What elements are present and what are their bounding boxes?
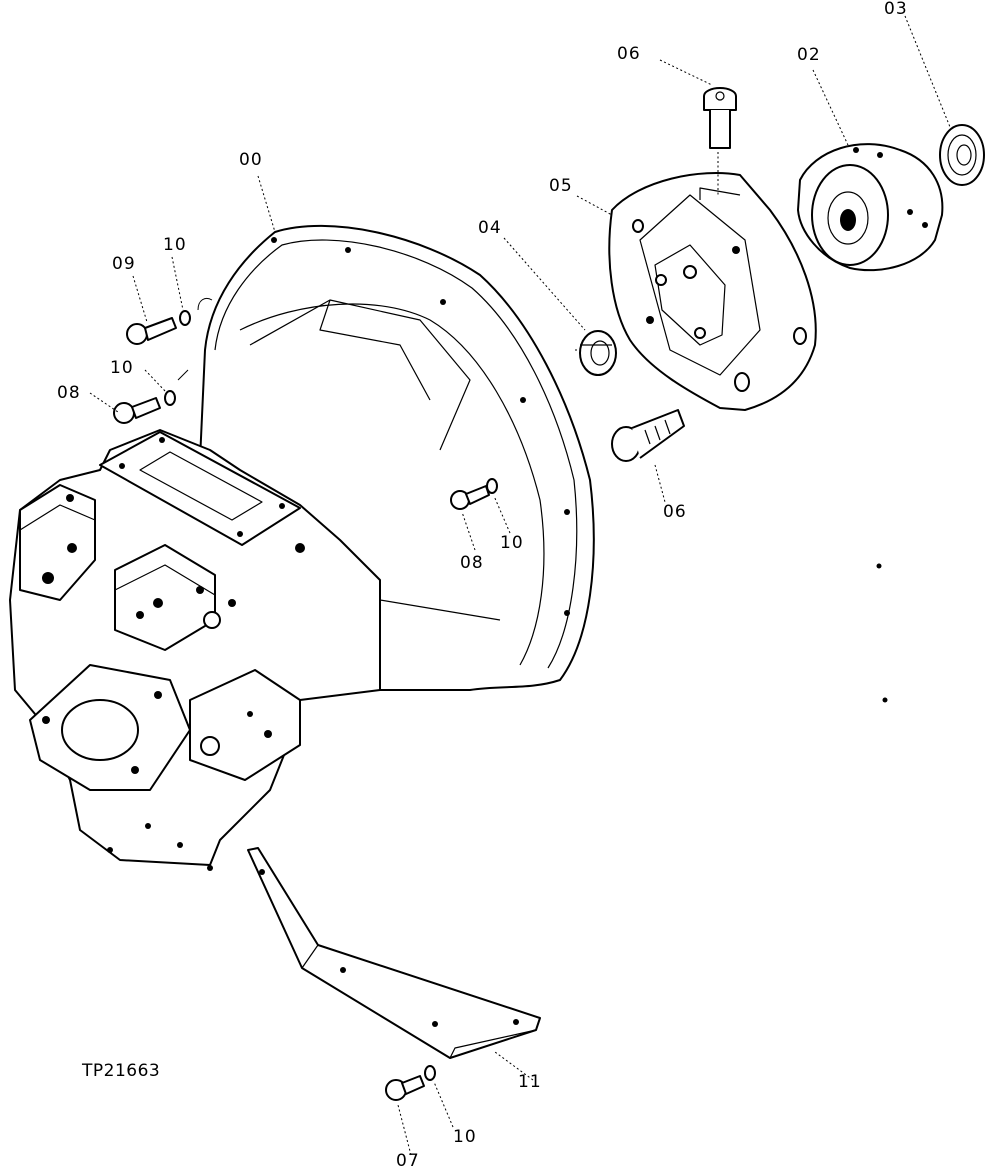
callout-10-left: 10 xyxy=(110,358,134,378)
part-10-washers xyxy=(164,310,498,1081)
callout-08-right: 08 xyxy=(460,553,484,573)
callout-10-upper: 10 xyxy=(163,235,187,255)
callout-labels: 00 02 03 04 05 06 06 07 08 08 09 10 10 1… xyxy=(57,0,908,1167)
callout-11: 11 xyxy=(518,1072,542,1092)
part-08-bolt-right xyxy=(450,485,490,510)
callout-06-lower: 06 xyxy=(663,502,687,522)
callout-06-upper: 06 xyxy=(617,44,641,64)
part-05-coupling-hub xyxy=(608,172,817,411)
callout-10-right: 10 xyxy=(500,533,524,553)
callout-07: 07 xyxy=(396,1151,420,1167)
callout-03: 03 xyxy=(884,0,908,19)
callout-10-bottom: 10 xyxy=(453,1127,477,1147)
callout-04: 04 xyxy=(478,218,502,238)
part-03-cap xyxy=(939,124,985,186)
part-08-bolt-left xyxy=(113,397,161,424)
part-06-screw-lower xyxy=(611,409,685,462)
callout-02: 02 xyxy=(797,45,821,65)
scan-specks xyxy=(876,563,888,703)
callout-08-left: 08 xyxy=(57,383,81,403)
part-07-bolt xyxy=(385,1075,425,1101)
part-02-coupling-element xyxy=(797,143,944,272)
callout-05: 05 xyxy=(549,176,573,196)
part-04-bushing xyxy=(579,330,617,376)
figure-reference: TP21663 xyxy=(81,1061,160,1081)
callout-09: 09 xyxy=(112,254,136,274)
callout-00: 00 xyxy=(239,150,263,170)
part-00-pump-housing xyxy=(9,224,595,871)
part-11-bracket xyxy=(247,847,541,1059)
leader-lines xyxy=(89,15,951,1156)
part-09-bolt xyxy=(126,317,177,345)
part-06-screw-upper xyxy=(703,87,737,149)
